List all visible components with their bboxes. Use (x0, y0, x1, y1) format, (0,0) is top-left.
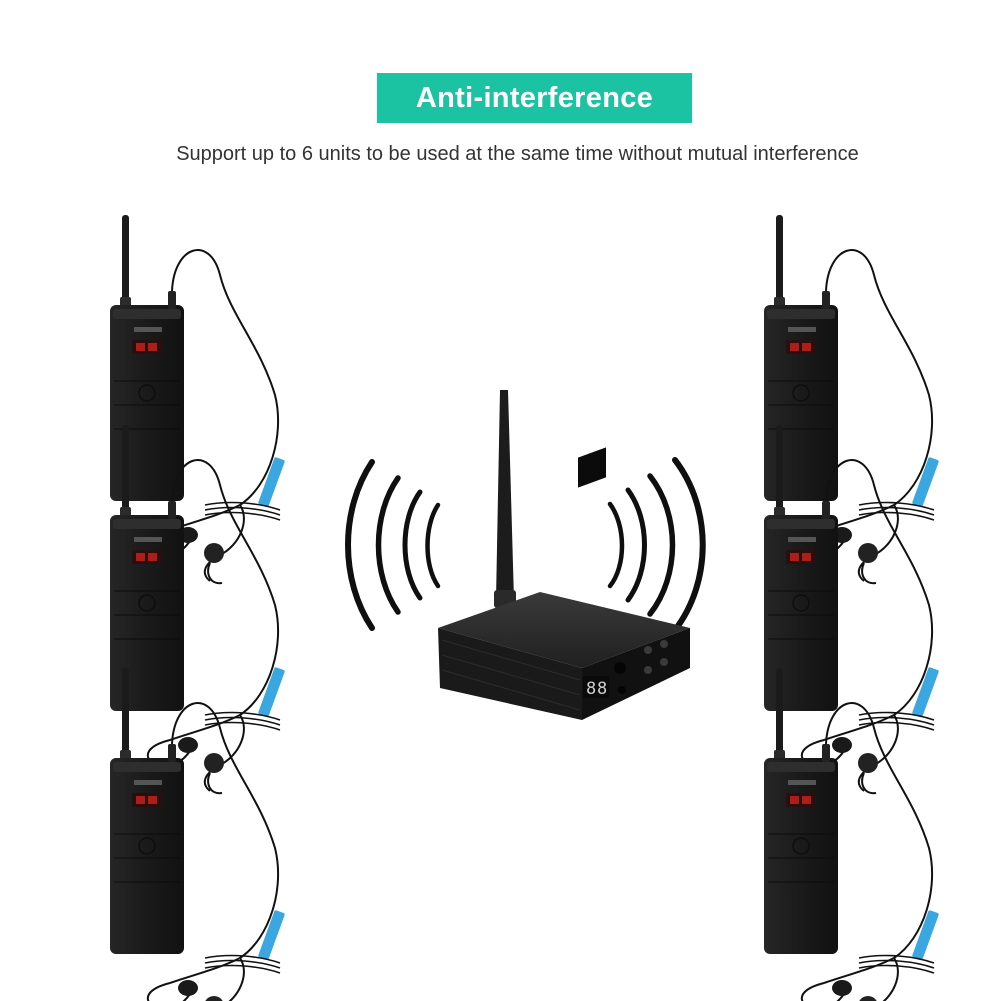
svg-text:8: 8 (597, 679, 607, 699)
receiver-unit (109, 667, 287, 1001)
signal-waves-right-icon (607, 457, 706, 633)
receiver-unit (763, 667, 941, 1001)
svg-text:8: 8 (586, 679, 596, 699)
transmitter-unit: 8 8 (438, 390, 690, 720)
page-subtitle: Support up to 6 units to be used at the … (176, 143, 859, 165)
title-badge: Anti-interference (377, 73, 692, 123)
page-title: Anti-interference (415, 81, 654, 114)
signal-waves-left-icon (345, 459, 441, 631)
